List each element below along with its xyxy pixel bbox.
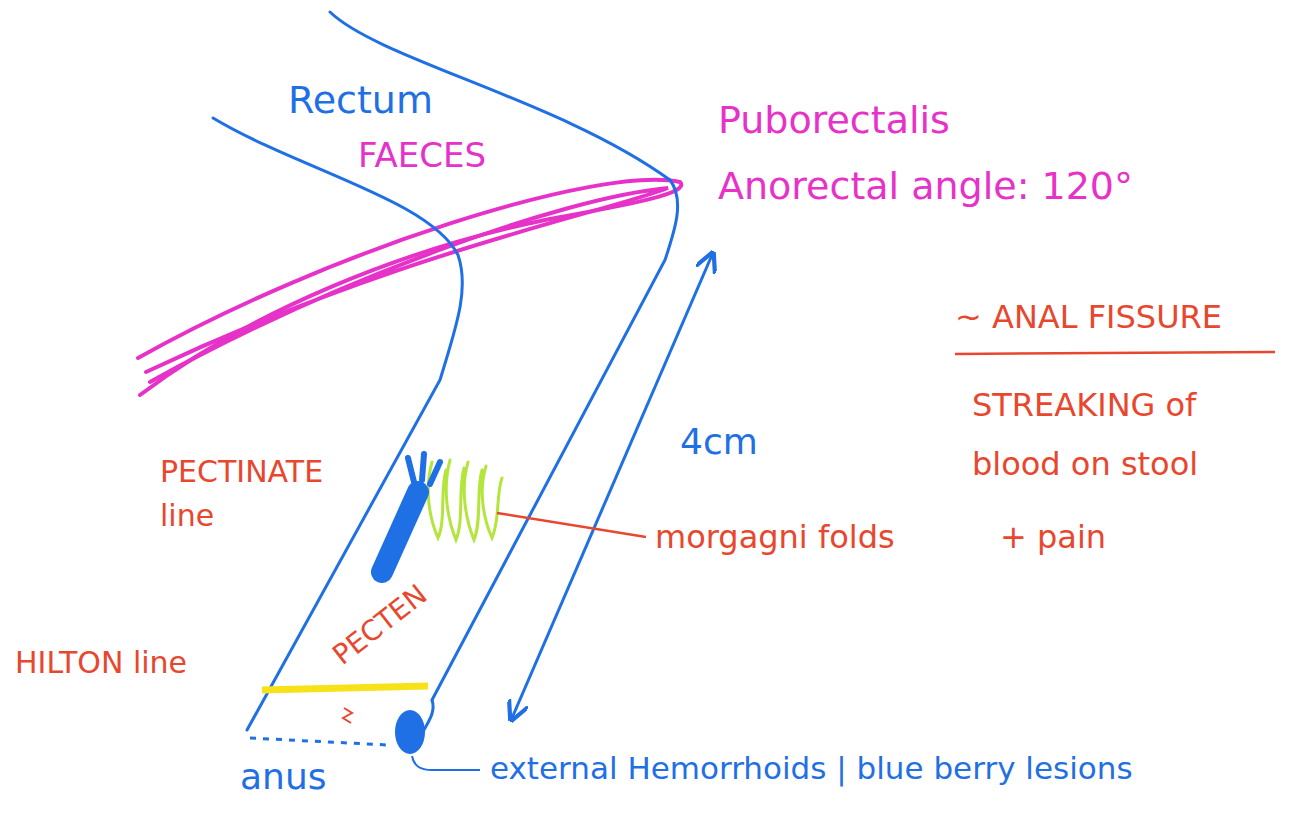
organ-label: Rectum: [288, 78, 433, 124]
region-label: PECTEN: [326, 578, 433, 672]
angle-label: Anorectal angle: 120°: [718, 164, 1133, 210]
external-hemorrhoid: [424, 700, 433, 730]
orifice-label: anus: [240, 755, 326, 798]
part-label: external Hemorrhoids | blue berry lesion…: [490, 750, 1133, 787]
internal-hemorrhoid: [408, 454, 440, 484]
leader-line: [497, 513, 646, 537]
note-heading: ~ ANAL FISSURE: [955, 298, 1222, 336]
external-hemorrhoid: [395, 710, 425, 754]
puborectalis-sling: [146, 188, 668, 382]
rectal-wall: [213, 118, 462, 730]
muscle-label: Puborectalis: [718, 98, 950, 144]
squiggle-mark: [343, 708, 352, 723]
hilton-line: [262, 686, 428, 690]
note-text: + pain: [1000, 518, 1106, 556]
leader-line: [412, 756, 480, 770]
morgagni-folds: [428, 460, 502, 540]
anal-opening: [250, 738, 388, 745]
dimension-label: 4cm: [680, 420, 758, 463]
internal-hemorrhoid: [382, 492, 418, 572]
note-text: STREAKING of blood on stool: [972, 376, 1252, 494]
part-label: morgagni folds: [655, 518, 895, 556]
line-label: PECTINATE line: [160, 450, 360, 537]
content-label: FAECES: [358, 135, 486, 176]
line-label: HILTON line: [15, 645, 187, 681]
underline: [955, 352, 1275, 354]
dimension-arrow: [512, 255, 712, 718]
